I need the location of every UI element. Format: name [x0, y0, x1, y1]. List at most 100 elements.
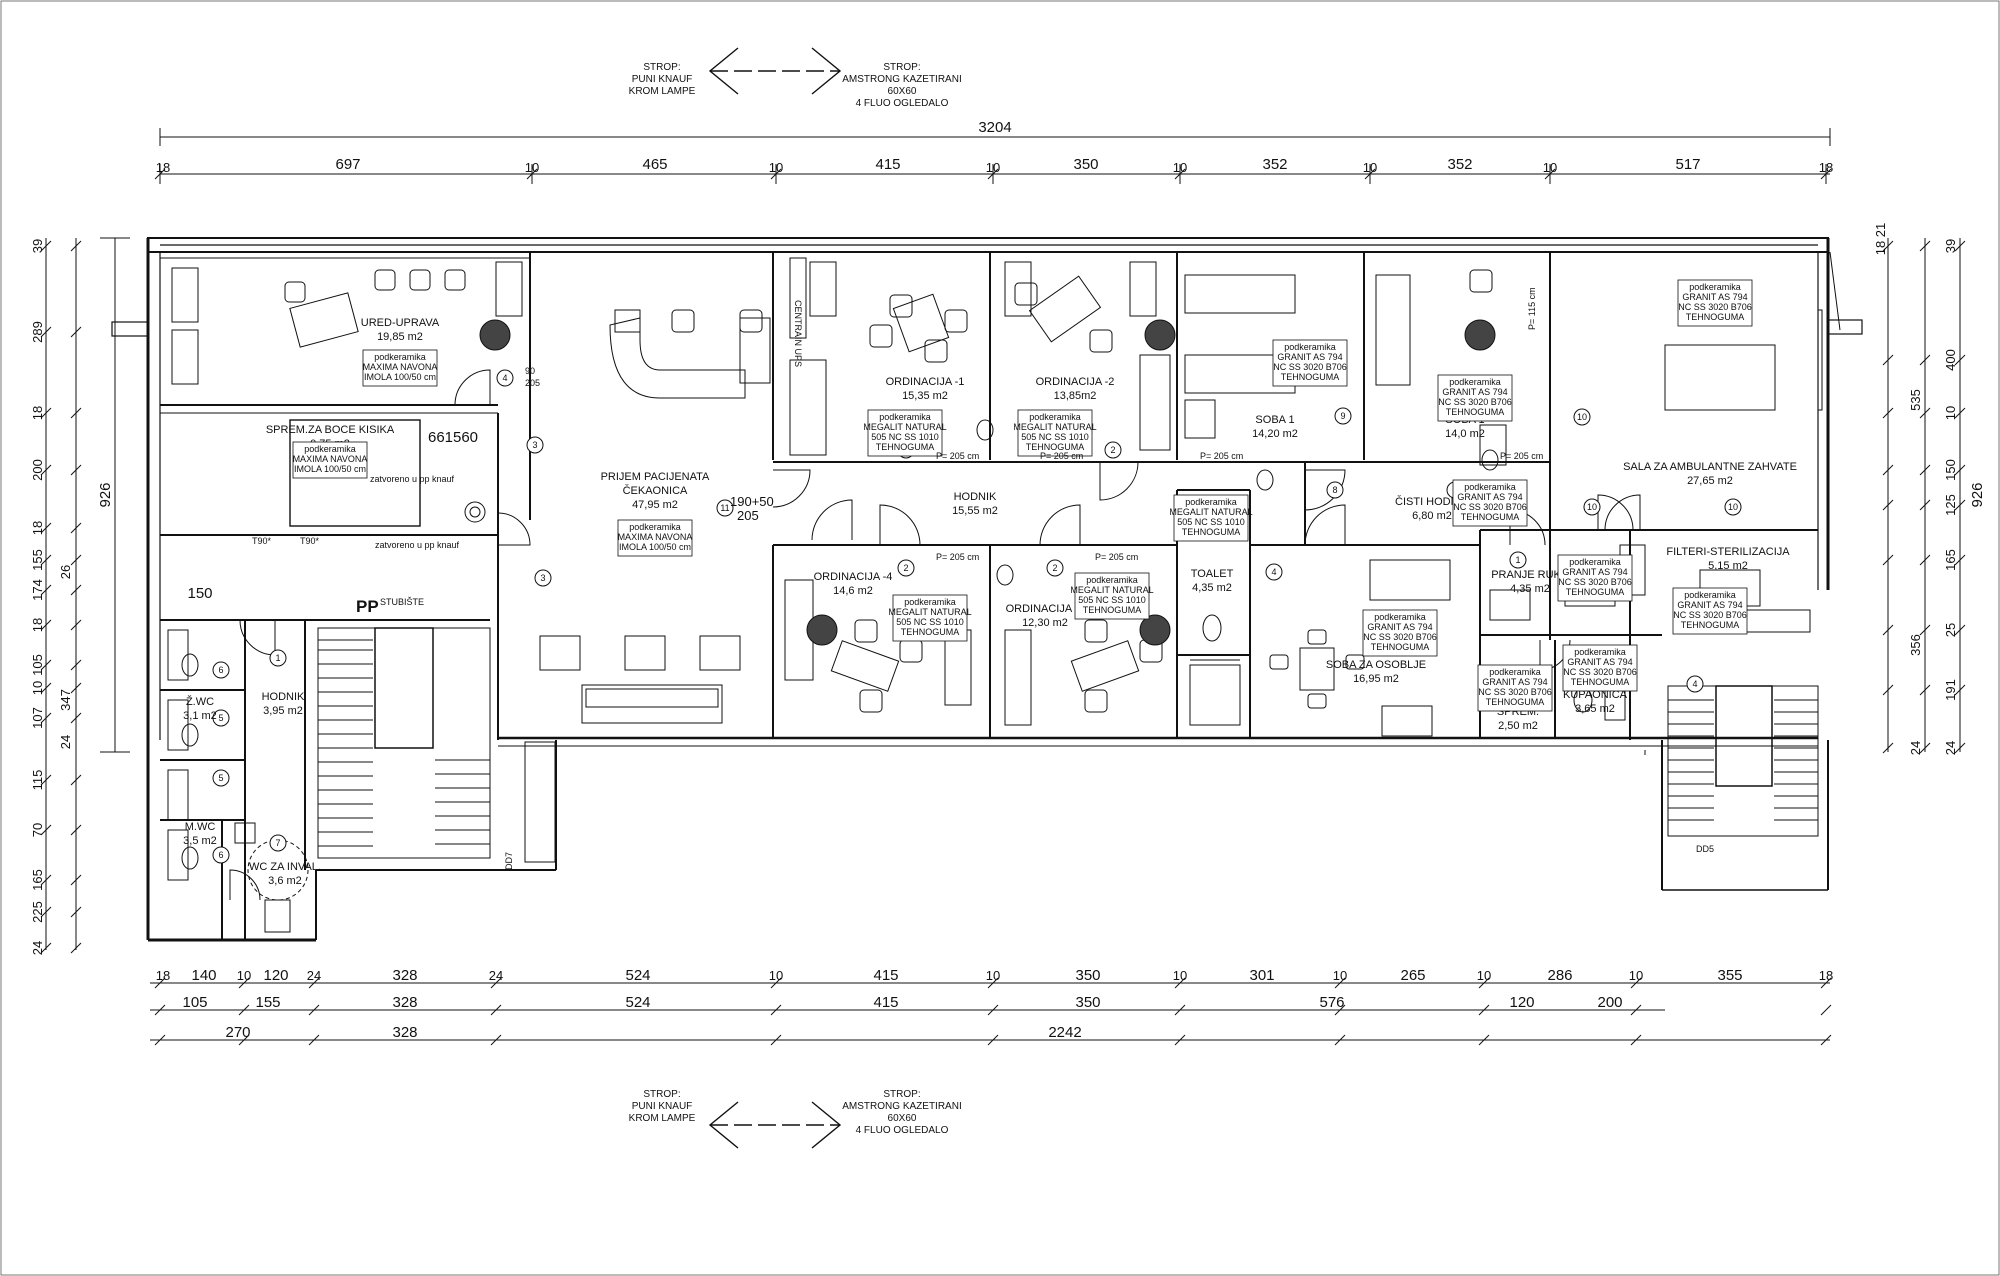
dim-right-inner: 125 — [1943, 494, 1958, 516]
floor-note-line: GRANIT AS 794 — [1367, 622, 1432, 632]
dim-bottom-wall: 10 — [1629, 968, 1643, 983]
dim-bottom-r1: 355 — [1717, 967, 1742, 984]
room-area: 16,95 m2 — [1353, 673, 1399, 685]
room-area: 13,85m2 — [1054, 390, 1097, 402]
floor-note-line: podkeramika — [1569, 557, 1621, 567]
door-number: 4 — [1692, 679, 1697, 689]
bottom-wall-labels: 18 10 24 24 10 10 10 10 10 10 18 — [156, 968, 1833, 983]
dim-right-extra: 356 — [1908, 634, 1923, 656]
t90-label: T90* — [300, 536, 320, 546]
ceiling-left-line3: KROM LAMPE — [629, 86, 696, 97]
dim-bottom-r1: 415 — [873, 967, 898, 984]
floor-note-line: podkeramika — [1374, 612, 1426, 622]
dim-661: 661 — [428, 429, 453, 446]
dim-bottom-wall: 18 — [1819, 968, 1833, 983]
dim-left-inner: 10 — [30, 681, 45, 695]
floor-note-box — [1557, 554, 1633, 602]
room-mwc: M.WC3,5 m2 — [183, 821, 217, 847]
floor-note-line: 505 NC SS 1010 — [871, 432, 939, 442]
top-wall-labels: 18 10 10 10 10 10 10 18 — [156, 160, 1833, 175]
door-number: 2 — [1052, 563, 1057, 573]
room-area: 3,95 m2 — [263, 705, 303, 717]
dim-left-inner: 18 — [30, 406, 45, 420]
dim-bottom-r1: 350 — [1075, 967, 1100, 984]
bottom-dimensions — [150, 977, 1832, 1046]
door-number: 10 — [1728, 502, 1738, 512]
floor-note-line: podkeramika — [1684, 590, 1736, 600]
dim-left-extra: 347 — [58, 689, 73, 711]
floor-note-line: GRANIT AS 794 — [1277, 352, 1342, 362]
floor-note-line: TEHNOGUMA — [1026, 442, 1085, 452]
dim-left-inner: 105 — [30, 654, 45, 676]
dim-right-inner: 10 — [1943, 406, 1958, 420]
floor-note-line: podkeramika — [374, 352, 426, 362]
dim-bottom-r2: 524 — [625, 994, 650, 1011]
dim-left-inner: 225 — [30, 901, 45, 923]
floor-note-line: MEGALIT NATURAL — [863, 422, 946, 432]
floor-note-line: podkeramika — [1449, 377, 1501, 387]
door-number: 2 — [1110, 445, 1115, 455]
ceiling-right-line3: 60X60 — [888, 86, 917, 97]
dim-left-inner: 165 — [30, 869, 45, 891]
floor-note-line: GRANIT AS 794 — [1562, 567, 1627, 577]
ceiling-legend-bottom: STROP: PUNI KNAUF KROM LAMPE STROP: AMST… — [629, 1089, 962, 1149]
dim-pcm: P= 205 cm — [1040, 451, 1083, 461]
floor-note-line: NC SS 3020 B706 — [1563, 667, 1637, 677]
floor-note-line: podkeramika — [1689, 282, 1741, 292]
floor-note-box — [1452, 479, 1528, 527]
room-name: SOBA ZA OSOBLJE — [1326, 659, 1426, 671]
floor-note-line: TEHNOGUMA — [1461, 512, 1520, 522]
dim-right-inner: 39 — [1943, 239, 1958, 253]
dim-top-wall: 10 — [769, 160, 783, 175]
door-number: 1 — [275, 653, 280, 663]
dim-bottom-wall: 10 — [1477, 968, 1491, 983]
dim-pcm: P= 205 cm — [936, 552, 979, 562]
floor-note-line: podkeramika — [1574, 647, 1626, 657]
room-name: KUPAONICA — [1563, 689, 1628, 701]
door-number: 7 — [275, 838, 280, 848]
dim-bottom-r2: 105 — [182, 994, 207, 1011]
floor-note-line: MEGALIT NATURAL — [1013, 422, 1096, 432]
floor-note-line: podkeramika — [1489, 667, 1541, 677]
floor-note-box — [1074, 572, 1150, 620]
dim-top-seg: 352 — [1447, 156, 1472, 173]
floor-note-line: MAXIMA NAVONA — [618, 532, 693, 542]
right-dimensions — [1882, 238, 1966, 754]
door-number: 1 — [1515, 555, 1520, 565]
dim-top-wall: 10 — [1543, 160, 1557, 175]
dim-left-inner: 107 — [30, 707, 45, 729]
room-area: 27,65 m2 — [1687, 475, 1733, 487]
room-area: 47,95 m2 — [632, 499, 678, 511]
floor-note-line: GRANIT AS 794 — [1677, 600, 1742, 610]
staircase — [317, 627, 491, 859]
floor-note-line: IMOLA 100/50 cm — [294, 464, 366, 474]
floor-note-box — [1362, 609, 1438, 657]
dim-p115: P= 115 cm — [1527, 287, 1537, 330]
door-number: 9 — [1340, 411, 1345, 421]
dim-bottom-r2: 155 — [255, 994, 280, 1011]
dim-bottom-wall: 10 — [1173, 968, 1187, 983]
floor-note-line: GRANIT AS 794 — [1457, 492, 1522, 502]
floor-note-line: GRANIT AS 794 — [1567, 657, 1632, 667]
zatvoreno-label: zatvoreno u pp knauf — [375, 540, 460, 550]
room-area: 14,0 m2 — [1445, 428, 1485, 440]
floor-note-line: TEHNOGUMA — [1182, 527, 1241, 537]
room-area: 3,6 m2 — [268, 875, 302, 887]
ceiling-right-line2: AMSTRONG KAZETIRANI — [842, 1101, 961, 1112]
dim-pcm: P= 205 cm — [1500, 451, 1543, 461]
dim-top-wall: 10 — [1363, 160, 1377, 175]
floor-note-line: TEHNOGUMA — [901, 627, 960, 637]
room-area: 4,35 m2 — [1192, 582, 1232, 594]
dim-top-wall: 10 — [525, 160, 539, 175]
dim-bottom-r1: 120 — [263, 967, 288, 984]
door-number: 5 — [218, 773, 223, 783]
floor-note-box — [362, 349, 438, 387]
floor-note-line: IMOLA 100/50 cm — [364, 372, 436, 382]
floor-note-line: GRANIT AS 794 — [1682, 292, 1747, 302]
left-dimensions — [40, 237, 130, 954]
